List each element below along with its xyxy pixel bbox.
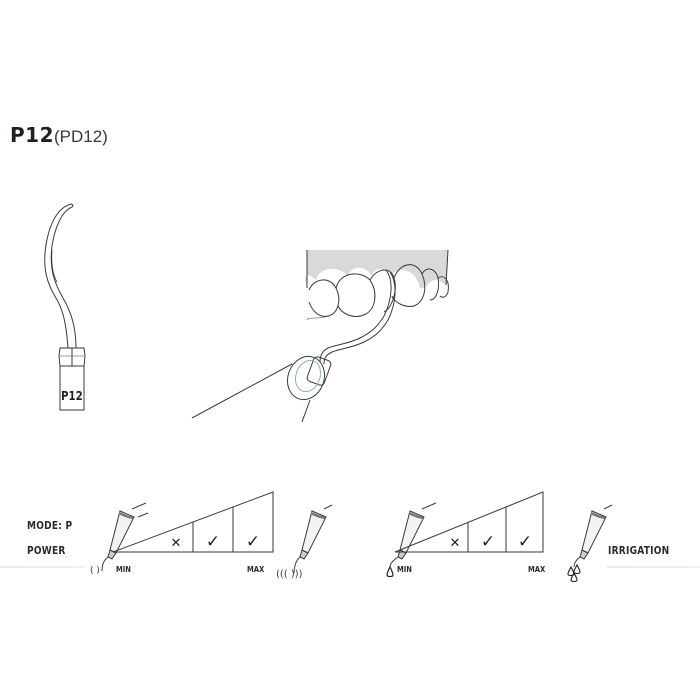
irrigation-underline: [607, 566, 700, 568]
tip-engraved-label: P12: [61, 389, 83, 403]
handpiece-low-irrigation-icon: [386, 502, 437, 578]
power-max-label: MAX: [247, 565, 265, 574]
irrigation-level-3-check: ✓: [481, 532, 495, 552]
mode-label: MODE: P: [27, 519, 73, 532]
power-label: POWER: [27, 544, 66, 557]
irrigation-scale-chart: ✕ ✓ ✓: [394, 491, 544, 553]
handpiece-on-teeth-icon: [191, 249, 449, 423]
model-alias: (PD12): [54, 127, 108, 146]
irrigation-label: IRRIGATION: [608, 544, 670, 557]
handpiece-low-vibration-icon: ( ): [90, 502, 149, 576]
irrigation-level-2-cross: ✕: [450, 536, 461, 551]
irrigation-min-label: MIN: [397, 565, 412, 574]
irrigation-max-label: MAX: [528, 565, 546, 574]
single-drop-icon: [386, 565, 394, 578]
power-min-label: MIN: [116, 565, 131, 574]
power-level-2-cross: ✕: [171, 536, 182, 551]
handpiece-high-irrigation-icon: [567, 504, 613, 583]
model-name: P12: [10, 123, 54, 147]
power-scale-chart: ✕ ✓ ✓: [112, 491, 274, 553]
triple-drop-icon: [567, 563, 581, 583]
vibration-low-icon: ( ): [90, 566, 100, 576]
irrigation-level-4-check: ✓: [518, 532, 532, 552]
scaler-tip-icon: P12: [44, 203, 86, 411]
power-underline: [0, 566, 85, 568]
vibration-high-icon: ((( ))): [276, 569, 303, 580]
power-level-3-check: ✓: [206, 532, 220, 552]
page-title: P12(PD12): [10, 124, 108, 148]
power-level-4-check: ✓: [246, 532, 260, 552]
usage-illustration: [180, 240, 480, 430]
tip-illustration: P12: [20, 190, 120, 420]
handpiece-high-vibration-icon: ((( ))): [276, 504, 333, 580]
